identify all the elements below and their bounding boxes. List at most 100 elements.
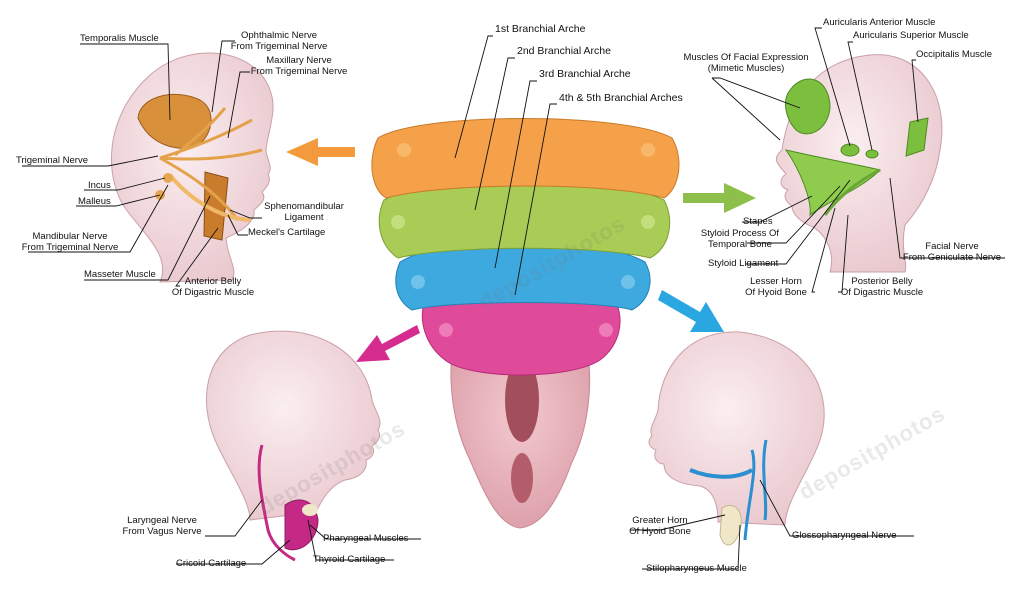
label-facial-expression-line1: Muscles Of Facial Expression — [683, 52, 809, 63]
incus — [163, 173, 173, 183]
label-mandibular-line1: Mandibular Nerve — [32, 231, 108, 242]
leader-arch2 — [474, 57, 515, 211]
leader-arch3 — [494, 80, 537, 269]
head-silhouette-arch3 — [648, 331, 825, 526]
label-malleus: Malleus — [78, 196, 111, 207]
auricularis-anterior — [840, 143, 860, 157]
facial-nerve — [823, 168, 881, 216]
laryngeal-nerve — [257, 444, 296, 562]
arch1-right-knob — [641, 143, 655, 157]
leader-glossopharyngeal — [759, 479, 914, 537]
label-meckel: Meckel's Cartilage — [248, 227, 326, 238]
lower-opening — [511, 453, 533, 503]
leader-facial-expr — [712, 77, 801, 109]
leader-ophthalmic — [211, 40, 235, 113]
leader-facial-nerve — [889, 177, 1005, 259]
label-auricularis-superior: Auricularis Superior Muscle — [853, 30, 969, 41]
label-incus: Incus — [88, 180, 111, 191]
label-pharyngeal: Pharyngeal Muscles — [323, 533, 409, 544]
leader-maxillary — [227, 71, 250, 139]
label-facial-nerve: Facial Nerve From Geniculate Nerve — [893, 241, 1011, 263]
label-mandibular: Mandibular Nerve From Trigeminal Nerve — [10, 231, 130, 253]
label-digastric-posterior-line2: Of Digastric Muscle — [840, 287, 924, 298]
leader-greater-horn — [630, 514, 726, 531]
label-temporalis: Temporalis Muscle — [80, 33, 159, 44]
head-silhouette-arch45 — [206, 330, 381, 521]
label-greater-horn: Greater Horn Of Hyoid Bone — [618, 515, 702, 537]
label-auricularis-anterior: Auricularis Anterior Muscle — [823, 17, 936, 28]
label-arch1: 1st Branchial Arche — [495, 23, 586, 35]
stylopharyngeus-muscle — [689, 468, 754, 479]
label-thyroid: Thyroid Cartilage — [313, 554, 386, 565]
leader-aur-sup — [847, 41, 873, 151]
label-laryngeal-line2: From Vagus Nerve — [122, 526, 202, 537]
label-ophthalmic-line2: From Trigeminal Nerve — [230, 41, 328, 52]
label-greater-horn-line2: Of Hyoid Bone — [629, 526, 691, 537]
label-maxillary-line1: Maxillary Nerve — [266, 55, 332, 66]
label-ophthalmic-line1: Ophthalmic Nerve — [240, 30, 318, 41]
label-stylohyoid: Styloid Ligament — [708, 258, 779, 269]
label-arch45: 4th & 5th Branchial Arches — [559, 92, 683, 104]
label-glossopharyngeal: Glossopharyngeal Nerve — [792, 530, 897, 541]
facial-expression-muscles — [784, 78, 831, 135]
leader-digastric-post — [838, 214, 849, 293]
leader-meckel — [227, 214, 248, 236]
arch1-head — [111, 52, 274, 283]
thyroid-cartilage — [302, 504, 318, 516]
label-masseter: Masseter Muscle — [84, 269, 156, 280]
masseter-muscle — [203, 171, 229, 241]
leader-lesser-horn — [811, 207, 836, 293]
leader-lines — [22, 27, 1005, 570]
leader-stylohyoid — [746, 179, 851, 265]
leader-facial-expr-2 — [711, 77, 781, 141]
label-stylopharyngeus: Stilopharyngeus Muscle — [646, 563, 747, 574]
arch45-right-knob — [599, 323, 613, 337]
arrow-arch3 — [658, 290, 724, 332]
label-facial-nerve-line1: Facial Nerve — [925, 241, 979, 252]
glossopharyngeal-nerve — [743, 439, 768, 541]
arrow-arch2 — [683, 183, 756, 213]
label-mandibular-line2: From Trigeminal Nerve — [21, 242, 119, 253]
arch3-head — [648, 331, 825, 546]
label-digastric-anterior: Anterior Belly Of Digastric Muscle — [158, 276, 268, 298]
label-stapes: Stapes — [743, 216, 773, 227]
arch3-right-knob — [621, 275, 635, 289]
leader-pharyngeal — [309, 524, 421, 540]
leader-arch45 — [514, 103, 557, 296]
leader-temporalis — [80, 43, 171, 121]
label-maxillary: Maxillary Nerve From Trigeminal Nerve — [240, 55, 358, 77]
leader-styloid — [747, 185, 841, 244]
label-sphenomandibular: Sphenomandibular Ligament — [258, 201, 350, 223]
label-facial-expression-line2: (Mimetic Muscles) — [707, 63, 785, 74]
leader-stylopharyngeus — [642, 524, 741, 570]
pharyngeal-arches-embryo — [371, 118, 680, 529]
label-styloid-line2: Temporal Bone — [708, 239, 772, 250]
label-facial-expression: Muscles Of Facial Expression (Mimetic Mu… — [676, 52, 816, 74]
arch2-left-knob — [391, 215, 405, 229]
label-greater-horn-line1: Greater Horn — [632, 515, 688, 526]
label-styloid: Styloid Process Of Temporal Bone — [684, 228, 796, 250]
trigeminal-nerve-branches — [159, 107, 263, 221]
oral-opening — [505, 358, 539, 442]
arch45-head — [206, 330, 381, 562]
leader-digastric-ant — [175, 227, 219, 287]
direction-arrows — [286, 138, 756, 362]
label-sphenomandibular-line2: Ligament — [284, 212, 324, 223]
leader-aur-ant — [814, 27, 851, 147]
arch1-band — [371, 118, 680, 199]
label-facial-nerve-line2: From Geniculate Nerve — [902, 252, 1002, 263]
head-silhouette-arch1 — [111, 52, 274, 283]
label-laryngeal-line1: Laryngeal Nerve — [127, 515, 197, 526]
leader-incus — [84, 177, 166, 191]
auricularis-superior — [865, 149, 879, 159]
leader-trigeminal — [22, 155, 159, 167]
label-trigeminal: Trigeminal Nerve — [16, 155, 88, 166]
label-ophthalmic: Ophthalmic Nerve From Trigeminal Nerve — [224, 30, 334, 52]
label-digastric-posterior-line1: Posterior Belly — [851, 276, 913, 287]
arch2-head — [775, 54, 943, 273]
leader-sphenomandibular — [229, 209, 262, 219]
label-sphenomandibular-line1: Sphenomandibular — [264, 201, 344, 212]
lower-facial-muscles — [784, 149, 881, 217]
temporalis-muscle — [137, 93, 212, 149]
arch3-left-knob — [411, 275, 425, 289]
